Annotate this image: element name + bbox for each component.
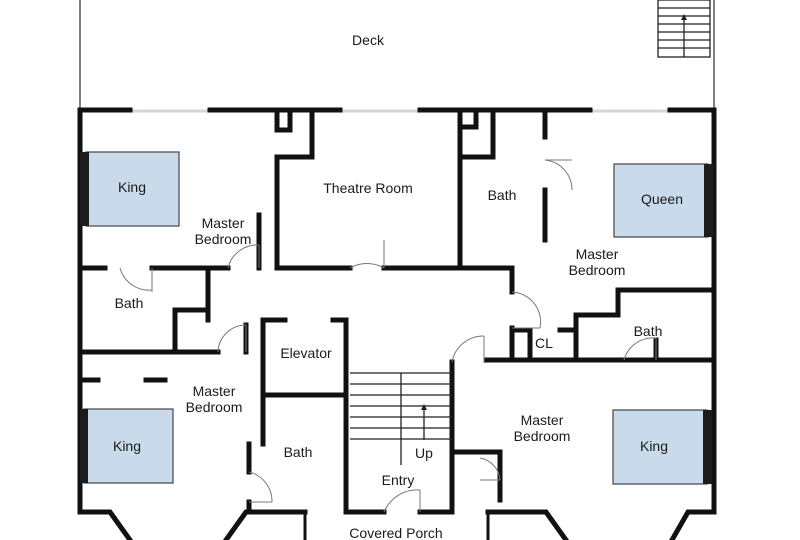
bath-east-label: Bath [634, 323, 663, 339]
deck-label: Deck [352, 32, 385, 48]
bed-label: King [118, 179, 146, 195]
bath-top-label: Bath [488, 187, 517, 203]
elevator-label: Elevator [280, 345, 332, 361]
master-se-label-line1: Master [521, 412, 564, 428]
bed-label: Queen [641, 191, 683, 207]
stairs-up-label: Up [415, 445, 433, 461]
doors [119, 159, 657, 513]
master-sw-label-line2: Bedroom [186, 399, 243, 415]
exterior-walls [77, 107, 717, 540]
bed-ne: Queen [613, 163, 713, 238]
door [227, 244, 260, 269]
bed-label: King [640, 438, 668, 454]
door [349, 240, 385, 269]
entry-label: Entry [382, 472, 415, 488]
bath-center-label: Bath [284, 444, 313, 460]
master-sw-label-line1: Master [193, 383, 236, 399]
door [119, 267, 153, 292]
closet-label: CL [535, 335, 553, 351]
door [479, 457, 501, 481]
master-se-label-line2: Bedroom [514, 428, 571, 444]
master-ne-label-line1: Master [576, 246, 619, 262]
covered-porch-label: Covered Porch [349, 525, 442, 540]
door [511, 291, 542, 329]
bed-se: King [612, 409, 712, 485]
door [451, 335, 485, 363]
door [383, 489, 421, 513]
door [623, 337, 657, 361]
bath-west-label: Bath [115, 295, 144, 311]
door [248, 471, 273, 503]
theatre-room-label: Theatre Room [323, 180, 412, 196]
room-labels: Deck Theatre Room Bath Master Bedroom Ma… [115, 32, 663, 540]
master-nw-label-line2: Bedroom [195, 231, 252, 247]
bed-sw: King [80, 408, 174, 484]
master-ne-label-line2: Bedroom [569, 262, 626, 278]
main-stairs [350, 372, 452, 465]
door [217, 324, 247, 353]
door [544, 159, 573, 191]
deck [79, 0, 715, 110]
master-nw-label-line1: Master [202, 215, 245, 231]
bed-label: King [113, 438, 141, 454]
deck-stairs [657, 0, 711, 58]
bed-nw: King [80, 151, 180, 227]
